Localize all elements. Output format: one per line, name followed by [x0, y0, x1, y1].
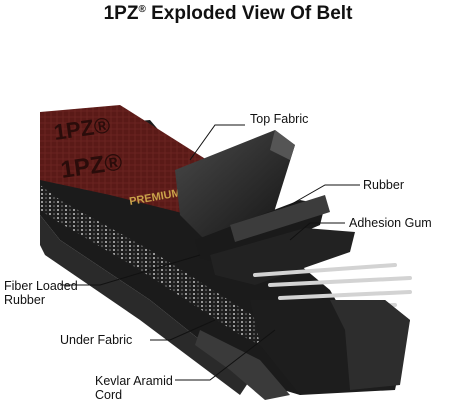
- label-under-fabric: Under Fabric: [60, 333, 133, 347]
- top-fabric-layer: 1PZ® 1PZ® PREMIUM: [40, 105, 215, 215]
- label-adhesion-gum: Adhesion Gum: [349, 216, 432, 230]
- diagram-title: 1PZ® Exploded View Of Belt: [0, 3, 456, 25]
- title-text: Exploded View Of Belt: [151, 3, 353, 24]
- adhesion-gum-layer: [210, 228, 355, 285]
- under-fabric-layer: [195, 330, 290, 400]
- label-rubber: Rubber: [363, 178, 404, 192]
- label-fiber-loaded-line1: Fiber Loaded: [4, 279, 78, 293]
- leader-lines: [60, 124, 360, 381]
- label-fiber-loaded-rubber: Fiber Loaded Rubber: [4, 279, 78, 307]
- title-registered-mark: ®: [138, 4, 146, 15]
- title-brand: 1PZ: [103, 3, 139, 24]
- label-top-fabric: Top Fabric: [250, 112, 309, 126]
- label-kevlar-aramid-cord: Kevlar Aramid Cord: [95, 374, 173, 402]
- rubber-layer: [195, 195, 330, 265]
- label-fiber-loaded-line2: Rubber: [4, 293, 45, 307]
- label-kevlar-line1: Kevlar Aramid: [95, 374, 173, 388]
- fiber-loaded-rubber-block: [250, 300, 410, 395]
- label-kevlar-line2: Cord: [95, 388, 123, 402]
- top-fabric-flap: [175, 130, 295, 240]
